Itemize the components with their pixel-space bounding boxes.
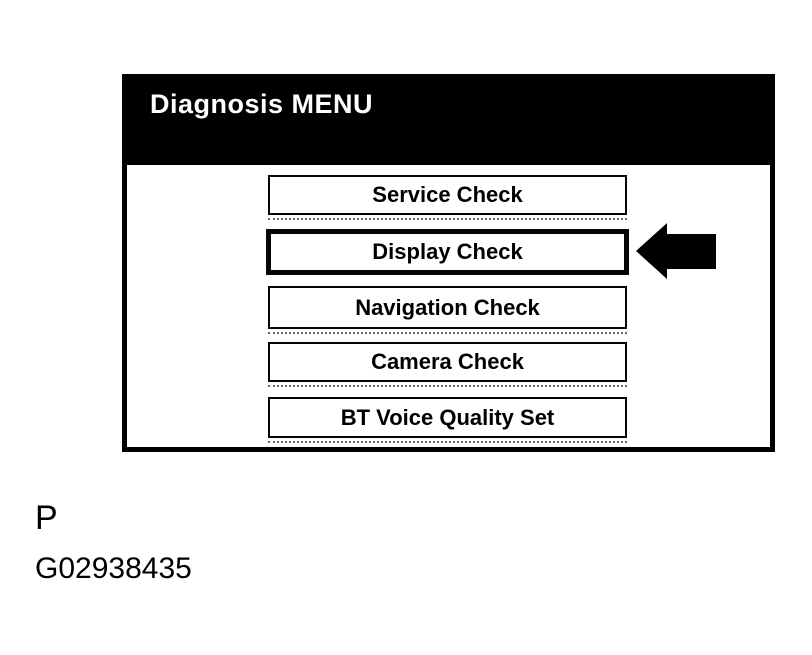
panel-header: Diagnosis MENU xyxy=(122,74,775,165)
menu-button-display-check[interactable]: Display Check xyxy=(266,229,629,275)
menu-button-bt-voice-quality-set[interactable]: BT Voice Quality Set xyxy=(268,397,627,443)
arrow-left-icon xyxy=(636,223,716,279)
figure-id: G02938435 xyxy=(35,552,192,585)
panel-title: Diagnosis MENU xyxy=(150,89,374,119)
menu-button-service-check[interactable]: Service Check xyxy=(268,175,627,220)
menu-button-camera-check[interactable]: Camera Check xyxy=(268,342,627,387)
menu-button-navigation-check[interactable]: Navigation Check xyxy=(268,286,627,334)
figure-label: P xyxy=(35,499,58,537)
